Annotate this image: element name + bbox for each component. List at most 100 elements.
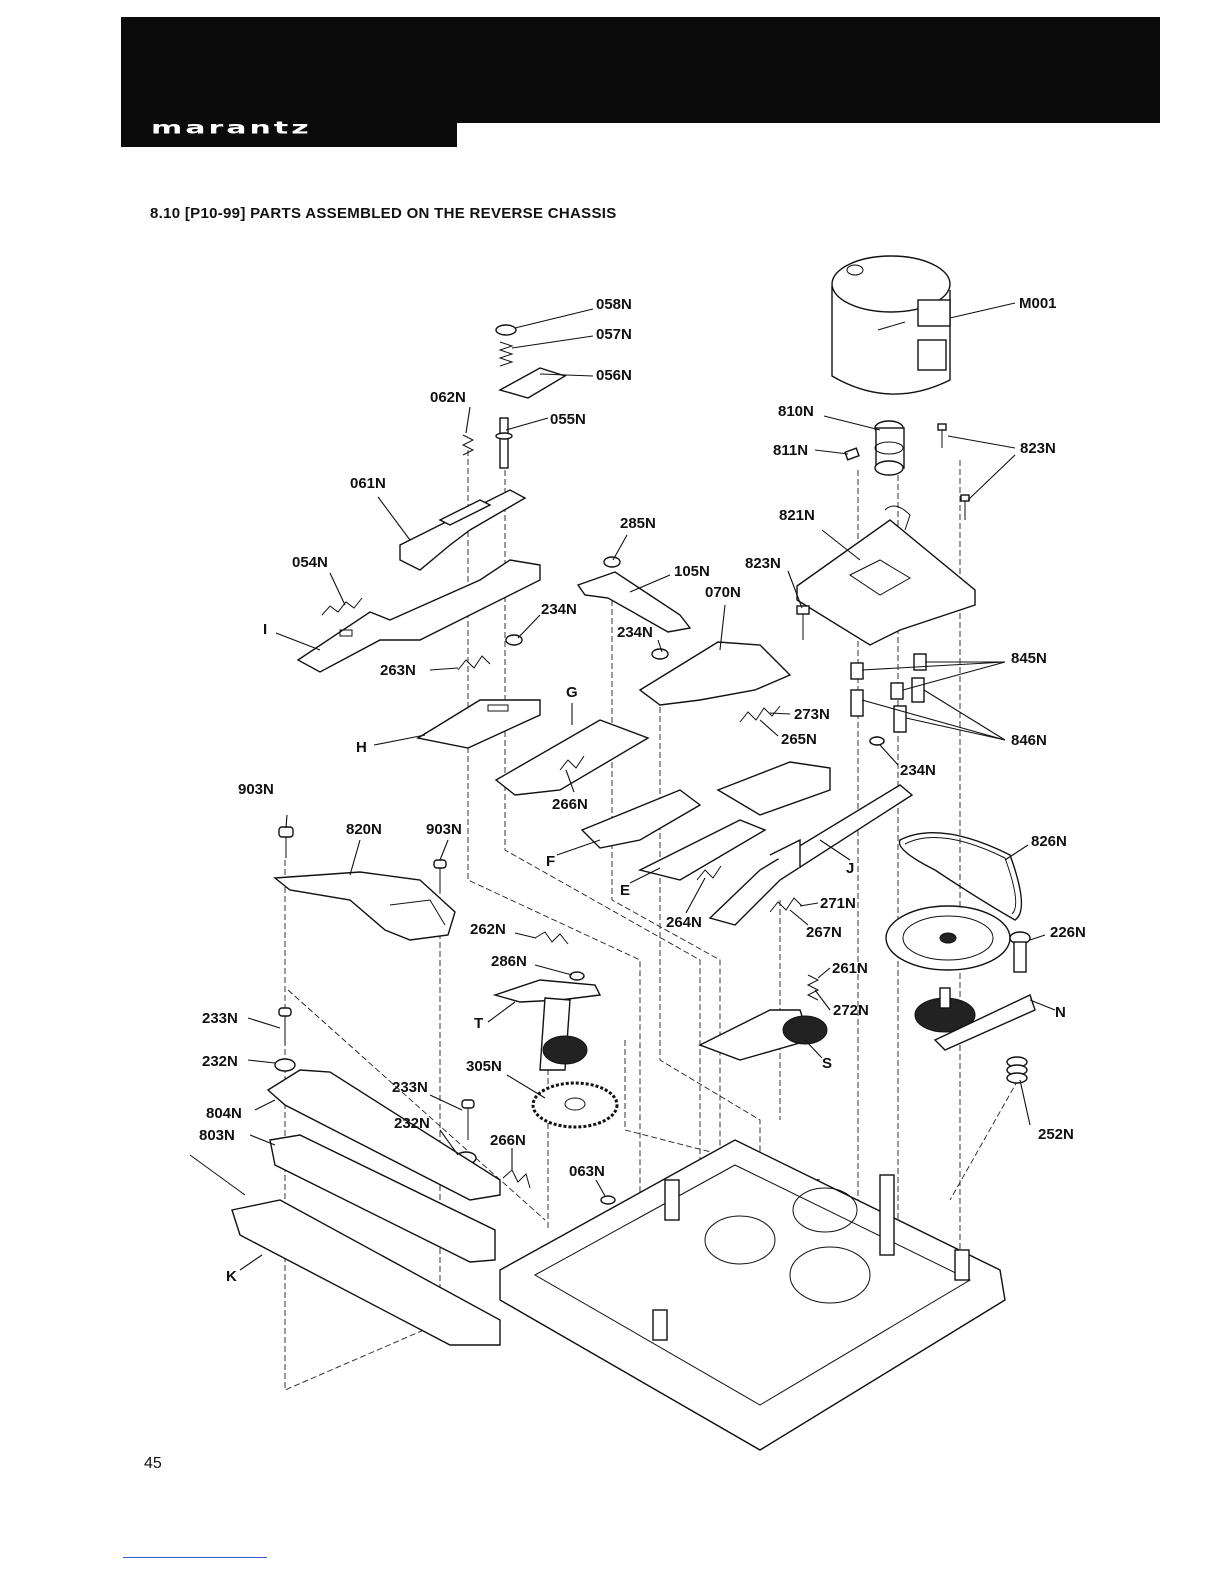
footer-rule [123, 1557, 267, 1558]
label-j: J [846, 860, 854, 877]
screw-823n-mid [796, 605, 810, 640]
label-105n: 105N [674, 563, 710, 580]
motor-m001 [831, 255, 951, 395]
label-266n-b: 266N [490, 1132, 526, 1149]
label-054n: 054N [292, 554, 328, 571]
rail-803n [269, 1134, 496, 1263]
screw-233n-left [278, 1007, 292, 1045]
brand-logo-block: marantz [121, 110, 457, 147]
gear-assembly-n [914, 987, 1036, 1051]
label-820n: 820N [346, 821, 382, 838]
lever-056n [498, 367, 567, 399]
label-826n: 826N [1031, 833, 1067, 850]
label-061n: 061N [350, 475, 386, 492]
label-903n-a: 903N [238, 781, 274, 798]
plate-061n [399, 489, 527, 571]
lever-105n [576, 556, 692, 633]
label-f: F [546, 853, 555, 870]
label-271n: 271N [820, 895, 856, 912]
screw-233n-center [461, 1099, 475, 1140]
gear-305n [531, 1081, 619, 1129]
label-233n-a: 233N [202, 1010, 238, 1027]
label-803n: 803N [199, 1127, 235, 1144]
washer-232n-left [274, 1058, 296, 1072]
plate-e [637, 819, 767, 881]
washer-058n [495, 324, 517, 336]
label-804n: 804N [206, 1105, 242, 1122]
spring-262n [534, 931, 569, 945]
label-t: T [474, 1015, 483, 1032]
lever-t [492, 979, 602, 1071]
screw-823n-upper [937, 423, 970, 520]
label-823n-b: 823N [1020, 440, 1056, 457]
label-056n: 056N [596, 367, 632, 384]
label-252n: 252N [1038, 1126, 1074, 1143]
label-e: E [620, 882, 630, 899]
brand-logo: marantz [151, 118, 312, 139]
label-845n: 845N [1011, 650, 1047, 667]
slide-plate-j [708, 784, 914, 926]
label-232n-a: 232N [202, 1053, 238, 1070]
page-number: 45 [144, 1455, 162, 1472]
label-234n-b: 234N [617, 624, 653, 641]
label-055n: 055N [550, 411, 586, 428]
label-s: S [822, 1055, 832, 1072]
knob-226n [1009, 931, 1031, 973]
label-070n: 070N [705, 584, 741, 601]
bushes-845n-846n [850, 653, 927, 746]
label-305n: 305N [466, 1058, 502, 1075]
spring-266n-lower [502, 1169, 531, 1189]
label-286n: 286N [491, 953, 527, 970]
plate-g [494, 719, 650, 796]
slide-plate-i [296, 559, 541, 673]
label-k: K [226, 1268, 237, 1285]
spring-267n [769, 897, 803, 913]
flywheel-pulley [885, 905, 1011, 971]
label-n: N [1055, 1004, 1066, 1021]
label-g: G [566, 684, 578, 701]
motor-pulley-810n [844, 420, 905, 476]
label-i: I [263, 621, 267, 638]
header-bar [121, 17, 1160, 123]
washer-234n-right [869, 736, 885, 746]
label-057n: 057N [596, 326, 632, 343]
label-m001: M001 [1019, 295, 1057, 312]
spring-266n-mid [559, 755, 585, 771]
label-273n: 273N [794, 706, 830, 723]
section-title: 8.10 [P10-99] PARTS ASSEMBLED ON THE REV… [150, 205, 617, 222]
spring-273n [739, 705, 781, 723]
spring-252n [1006, 1056, 1028, 1084]
label-261n: 261N [832, 960, 868, 977]
lever-s [698, 1009, 828, 1061]
shaft-055n [495, 417, 513, 469]
lever-070n [638, 641, 792, 706]
bracket-k [189, 1154, 501, 1346]
label-265n: 265N [781, 731, 817, 748]
label-811n: 811N [773, 442, 808, 459]
label-903n-b: 903N [426, 821, 462, 838]
label-233n-b: 233N [392, 1079, 428, 1096]
label-846n: 846N [1011, 732, 1047, 749]
label-063n: 063N [569, 1163, 605, 1180]
label-810n: 810N [778, 403, 814, 420]
label-272n: 272N [833, 1002, 869, 1019]
label-232n-b: 232N [394, 1115, 430, 1132]
label-285n: 285N [620, 515, 656, 532]
label-058n: 058N [596, 296, 632, 313]
plate-f [580, 789, 702, 849]
label-264n: 264N [666, 914, 702, 931]
plate-h [416, 699, 541, 749]
screw-903n-right [433, 859, 447, 892]
label-234n-a: 234N [541, 601, 577, 618]
label-823n-a: 823N [745, 555, 781, 572]
rail-804n [266, 1069, 501, 1201]
label-263n: 263N [380, 662, 416, 679]
motor-bracket-821n [796, 505, 976, 646]
spring-062n [461, 434, 475, 456]
spring-264n [696, 865, 722, 881]
spring-263n [457, 655, 491, 671]
label-062n: 062N [430, 389, 466, 406]
label-234n-c: 234N [900, 762, 936, 779]
label-262n: 262N [470, 921, 506, 938]
